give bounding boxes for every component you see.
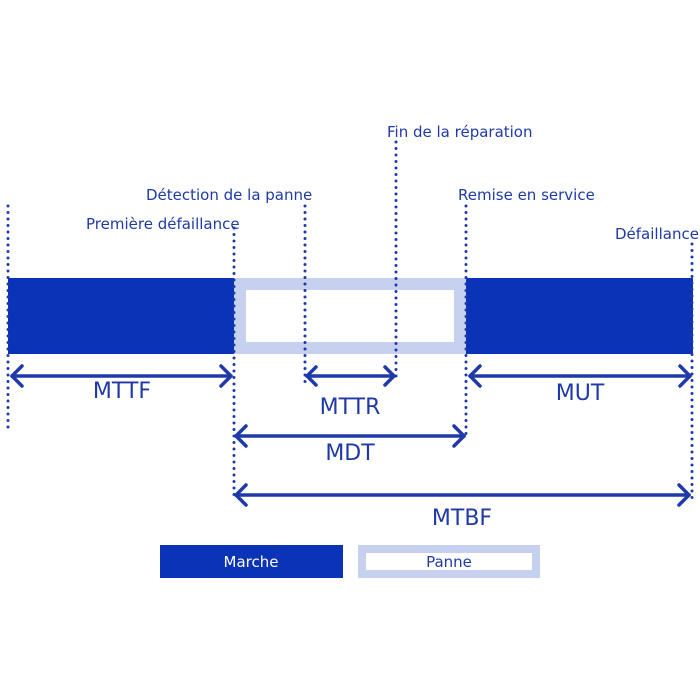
detection-panne-label: Détection de la panne <box>146 186 312 204</box>
premiere-defaillance-label: Première défaillance <box>86 215 240 233</box>
legend-marche-label: Marche <box>224 553 279 571</box>
defaillance-label: Défaillance <box>615 225 699 243</box>
legend-panne-label: Panne <box>426 553 472 571</box>
legend: Marche Panne <box>160 545 540 578</box>
marche-segment-2 <box>466 278 693 354</box>
marche-segment-1 <box>8 278 234 354</box>
mttf-arrow <box>10 364 233 388</box>
remise-service-label: Remise en service <box>458 186 595 204</box>
mttf-label: MTTF <box>93 379 151 404</box>
mtbf-arrow <box>234 483 691 507</box>
mut-label: MUT <box>556 381 605 406</box>
panne-segment <box>234 278 466 354</box>
legend-panne-swatch <box>358 545 540 578</box>
legend-marche-swatch <box>160 545 343 578</box>
mttr-label: MTTR <box>320 395 381 420</box>
fin-reparation-label: Fin de la réparation <box>387 123 533 141</box>
mdt-arrow <box>234 424 466 448</box>
mut-arrow <box>468 364 692 388</box>
mdt-label: MDT <box>325 441 375 466</box>
mttr-arrow <box>305 365 396 387</box>
mtbf-label: MTBF <box>432 506 492 531</box>
